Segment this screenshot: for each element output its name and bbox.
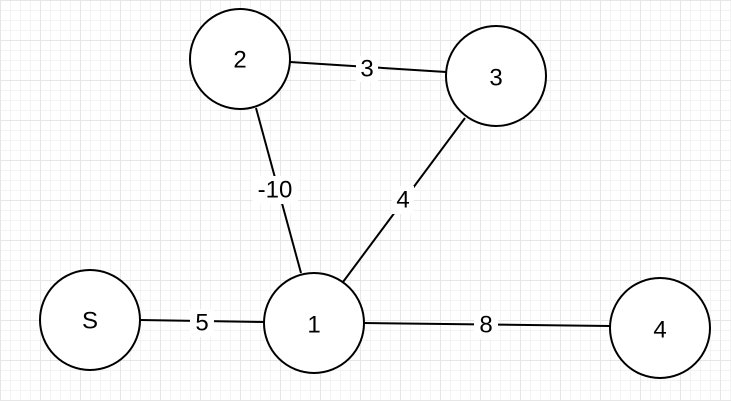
edge-weight: -10 bbox=[258, 177, 293, 204]
edge-labels-layer: 3 -10 4 5 8 bbox=[190, 56, 498, 339]
node-4: 4 bbox=[609, 277, 711, 379]
edge-weight: 8 bbox=[479, 312, 492, 339]
node-1: 1 bbox=[263, 272, 365, 374]
node-label: 1 bbox=[307, 312, 320, 339]
node-2: 2 bbox=[189, 8, 291, 110]
edge-label-1-4: 8 bbox=[474, 311, 498, 339]
edge-label-3-1: 4 bbox=[392, 186, 414, 214]
edge-weight: 3 bbox=[360, 56, 373, 83]
edge-label-s-1: 5 bbox=[190, 309, 214, 337]
node-s: S bbox=[39, 269, 141, 371]
node-label: 3 bbox=[489, 65, 502, 92]
node-label: S bbox=[82, 308, 98, 335]
node-label: 2 bbox=[233, 47, 246, 74]
edge-weight: 5 bbox=[195, 310, 208, 337]
edge-label-2-3: 3 bbox=[356, 56, 378, 83]
node-label: 4 bbox=[653, 317, 666, 344]
nodes-layer: 2 3 S 1 4 bbox=[39, 8, 711, 379]
edge-weight: 4 bbox=[396, 187, 409, 214]
node-3: 3 bbox=[445, 25, 547, 127]
edge-label-2-1: -10 bbox=[252, 176, 298, 204]
